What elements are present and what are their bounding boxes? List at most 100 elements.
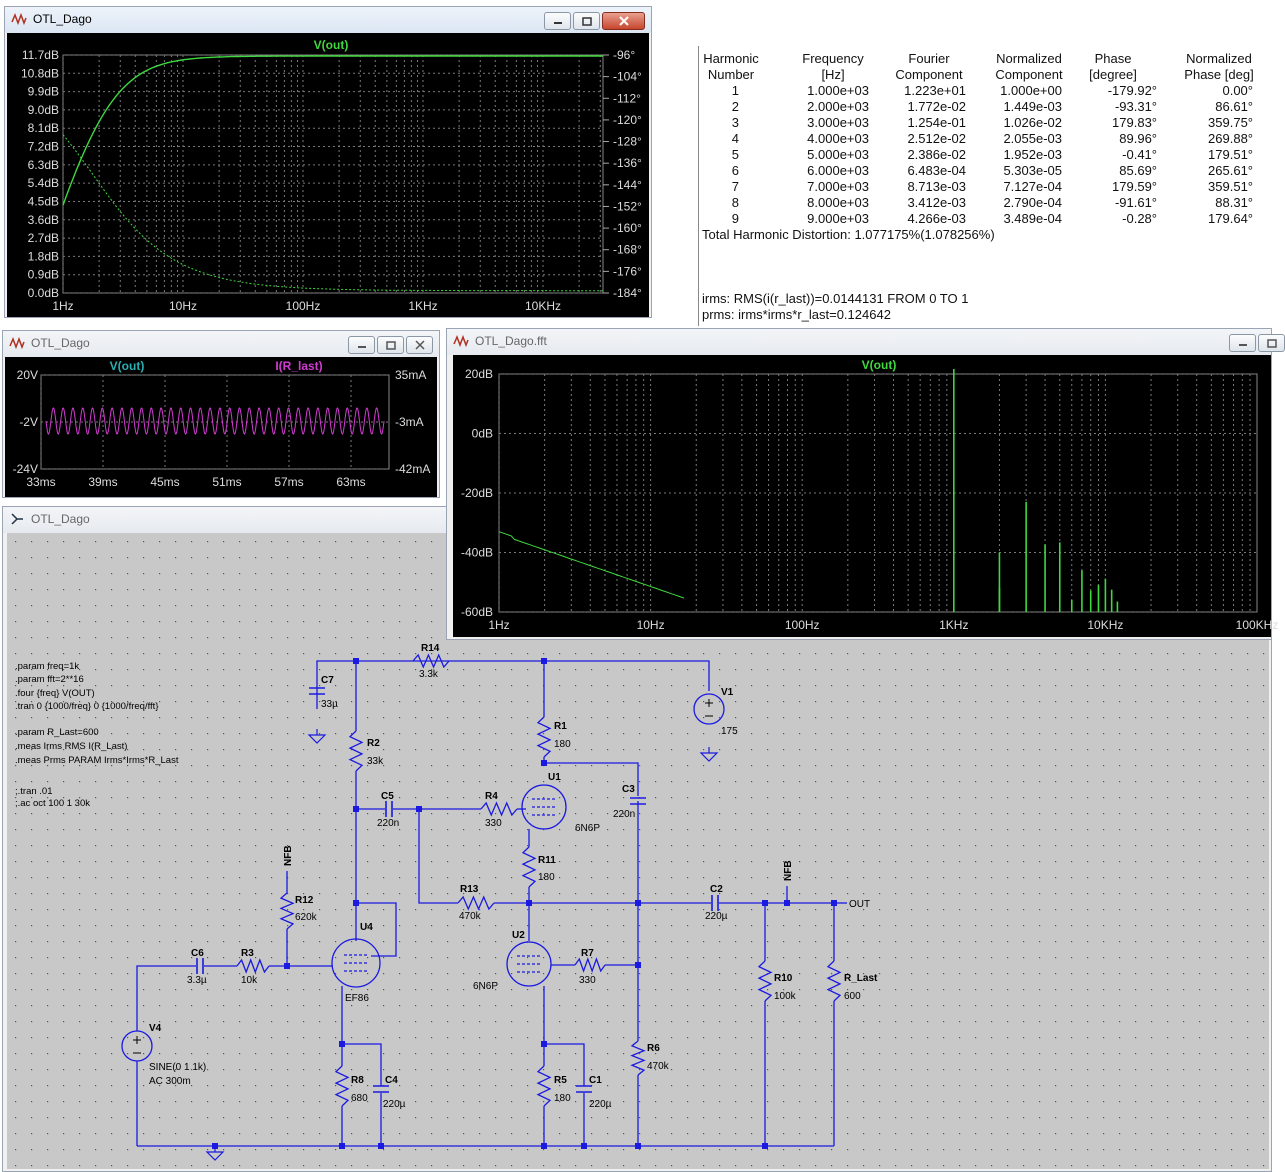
grid-dot xyxy=(207,1165,209,1167)
grid-dot xyxy=(95,717,97,719)
grid-dot xyxy=(1183,765,1185,767)
grid-dot xyxy=(1199,717,1201,719)
grid-dot xyxy=(95,573,97,575)
grid-dot xyxy=(895,893,897,895)
grid-dot xyxy=(1231,989,1233,991)
grid-dot xyxy=(639,941,641,943)
grid-dot xyxy=(127,605,129,607)
grid-dot xyxy=(191,621,193,623)
grid-dot xyxy=(47,829,49,831)
grid-dot xyxy=(1055,733,1057,735)
grid-dot xyxy=(959,829,961,831)
grid-dot xyxy=(831,1165,833,1167)
grid-dot xyxy=(143,669,145,671)
grid-dot xyxy=(1215,989,1217,991)
grid-dot xyxy=(367,1053,369,1055)
maximize-button[interactable] xyxy=(573,12,600,30)
spice-directive: ;.ac oct 100 1 30k xyxy=(15,798,90,809)
grid-dot xyxy=(95,621,97,623)
grid-dot xyxy=(975,1101,977,1103)
grid-dot xyxy=(895,765,897,767)
grid-dot xyxy=(1071,925,1073,927)
junction xyxy=(526,900,532,906)
grid-dot xyxy=(303,637,305,639)
grid-dot xyxy=(1263,957,1265,959)
grid-dot xyxy=(1247,845,1249,847)
ref-label: R_Last xyxy=(844,973,878,984)
minimize-button[interactable] xyxy=(348,336,375,354)
grid-dot xyxy=(639,957,641,959)
grid-dot xyxy=(1023,1165,1025,1167)
fft-titlebar[interactable]: OTL_Dago.fft xyxy=(447,329,1285,355)
grid-dot xyxy=(767,861,769,863)
grid-dot xyxy=(271,845,273,847)
grid-dot xyxy=(783,749,785,751)
grid-dot xyxy=(1231,973,1233,975)
grid-dot xyxy=(495,1021,497,1023)
grid-dot xyxy=(863,1005,865,1007)
value-label: 220µ xyxy=(383,1099,406,1110)
grid-dot xyxy=(655,733,657,735)
grid-dot xyxy=(767,925,769,927)
grid-dot xyxy=(511,1117,513,1119)
grid-dot xyxy=(95,749,97,751)
grid-dot xyxy=(431,749,433,751)
grid-dot xyxy=(431,765,433,767)
grid-dot xyxy=(799,1101,801,1103)
grid-dot xyxy=(207,765,209,767)
grid-dot xyxy=(1071,653,1073,655)
grid-dot xyxy=(95,1133,97,1135)
grid-dot xyxy=(319,717,321,719)
grid-dot xyxy=(255,733,257,735)
bode-trace-label: V(out) xyxy=(314,38,349,52)
grid-dot xyxy=(1135,685,1137,687)
grid-dot xyxy=(863,1069,865,1071)
grid-dot xyxy=(1215,877,1217,879)
grid-dot xyxy=(959,957,961,959)
grid-dot xyxy=(975,957,977,959)
grid-dot xyxy=(95,589,97,591)
grid-dot xyxy=(95,685,97,687)
grid-dot xyxy=(223,1149,225,1151)
grid-dot xyxy=(271,813,273,815)
grid-dot xyxy=(159,941,161,943)
close-button[interactable] xyxy=(406,336,433,354)
maximize-button[interactable] xyxy=(1258,334,1285,352)
grid-dot xyxy=(879,1037,881,1039)
y-tick-label: 10.8dB xyxy=(21,66,59,80)
grid-dot xyxy=(911,989,913,991)
grid-dot xyxy=(271,573,273,575)
grid-dot xyxy=(783,669,785,671)
grid-dot xyxy=(223,973,225,975)
grid-dot xyxy=(95,1101,97,1103)
grid-dot xyxy=(127,1165,129,1167)
grid-dot xyxy=(447,685,449,687)
close-button[interactable] xyxy=(602,12,645,30)
bode-grid xyxy=(62,54,603,294)
grid-dot xyxy=(1215,1101,1217,1103)
grid-dot xyxy=(383,685,385,687)
junction xyxy=(635,900,641,906)
minimize-button[interactable] xyxy=(1229,334,1256,352)
grid-dot xyxy=(367,1021,369,1023)
grid-dot xyxy=(1071,701,1073,703)
maximize-button[interactable] xyxy=(377,336,404,354)
grid-dot xyxy=(687,1133,689,1135)
grid-dot xyxy=(1135,1069,1137,1071)
grid-dot xyxy=(463,1149,465,1151)
transient-titlebar[interactable]: OTL_Dago xyxy=(3,331,439,357)
y-tick-label: 5.4dB xyxy=(28,176,59,190)
bode-titlebar[interactable]: OTL_Dago xyxy=(5,7,651,33)
grid-dot xyxy=(447,701,449,703)
grid-dot xyxy=(671,797,673,799)
grid-dot xyxy=(367,845,369,847)
grid-dot xyxy=(1023,845,1025,847)
minimize-button[interactable] xyxy=(544,12,571,30)
grid-dot xyxy=(319,621,321,623)
grid-dot xyxy=(943,1069,945,1071)
grid-dot xyxy=(783,685,785,687)
